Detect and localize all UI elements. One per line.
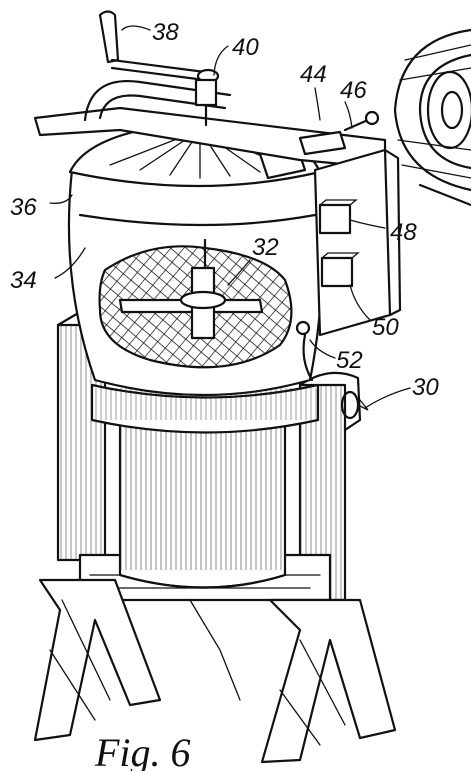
ref-numeral-46: 46 [340, 77, 367, 104]
bowl-drawing [67, 153, 324, 397]
ref-numeral-30: 30 [412, 374, 439, 401]
figure-caption: Fig. 6 [94, 730, 191, 771]
crank-handle-drawing [98, 10, 220, 127]
ref-numeral-52: 52 [336, 347, 363, 374]
leader-lines [49, 25, 411, 411]
ref-numeral-32: 32 [252, 234, 279, 261]
ref-numeral-40: 40 [232, 34, 259, 61]
ref-numeral-50: 50 [372, 314, 399, 341]
ref-numeral-44: 44 [300, 61, 327, 88]
adjacent-cylinder-drawing [393, 28, 471, 207]
ref-numeral-48: 48 [390, 219, 417, 246]
ref-numeral-34: 34 [10, 267, 37, 294]
ref-numeral-36: 36 [10, 194, 37, 221]
ref-numeral-38: 38 [152, 19, 179, 46]
motor-housing-drawing [90, 383, 320, 589]
control-box-drawing [295, 110, 402, 382]
top-arm-drawing [33, 80, 387, 170]
